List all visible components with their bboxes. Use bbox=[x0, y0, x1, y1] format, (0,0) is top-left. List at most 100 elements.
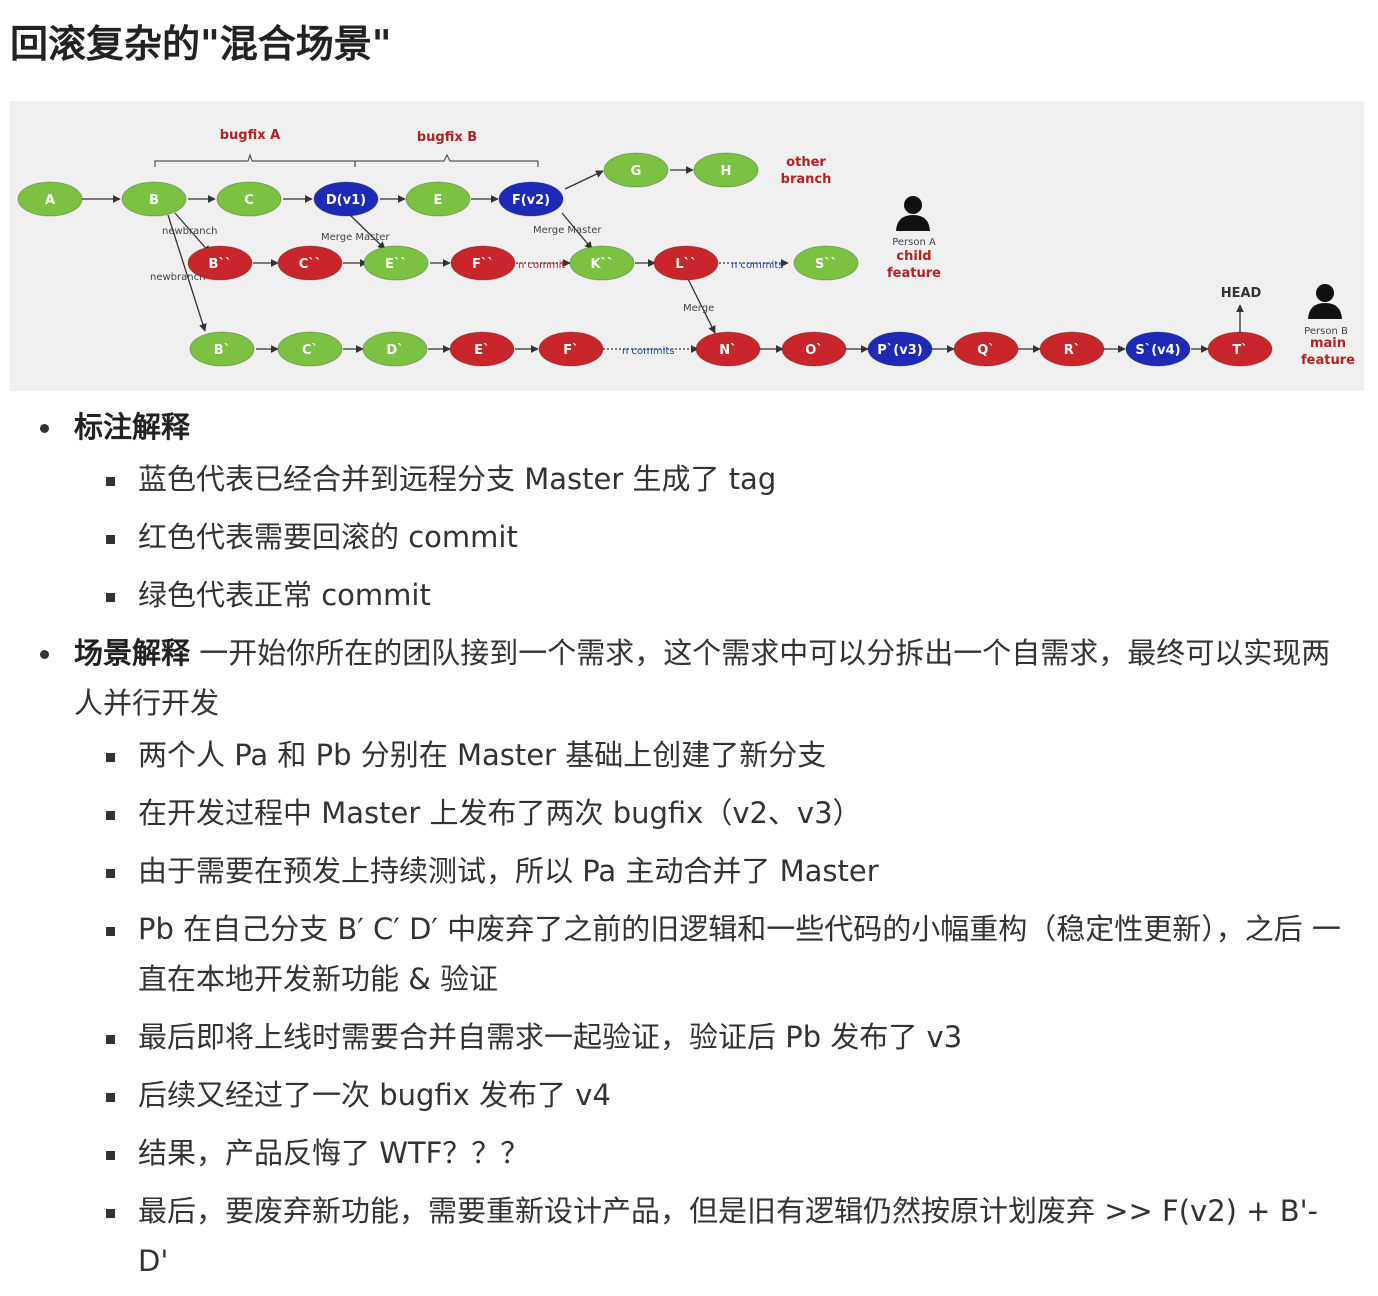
commit-node-label: D` bbox=[386, 343, 403, 358]
commit-node-shape bbox=[793, 245, 859, 281]
person-a-line2: feature bbox=[887, 266, 941, 281]
commit-node-shape bbox=[277, 331, 343, 367]
commit-node-b1: B` bbox=[189, 331, 255, 367]
commit-node-label: O` bbox=[805, 343, 823, 358]
commit-node-label: F`` bbox=[472, 257, 494, 272]
commit-node-shape bbox=[405, 181, 471, 217]
bullet-square bbox=[106, 593, 115, 602]
commit-node-o1: O` bbox=[781, 331, 847, 367]
commit-node-label: S`(v4) bbox=[1135, 343, 1180, 358]
list-item-text: 蓝色代表已经合并到远程分支 Master 生成了 tag bbox=[138, 462, 777, 496]
list-item: 在开发过程中 Master 上发布了两次 bugfix（v2、v3） bbox=[74, 788, 1348, 838]
list-item-text: 两个人 Pa 和 Pb 分别在 Master 基础上创建了新分支 bbox=[138, 738, 827, 772]
bullet-dot bbox=[40, 650, 49, 659]
list-item: 蓝色代表已经合并到远程分支 Master 生成了 tag bbox=[74, 454, 1348, 504]
page-title: 回滚复杂的"混合场景" bbox=[10, 22, 392, 66]
commit-node-shape bbox=[187, 245, 253, 281]
section-list: 标注解释 蓝色代表已经合并到远程分支 Master 生成了 tag 红色代表需要… bbox=[0, 402, 1378, 1286]
commit-node-label: T` bbox=[1232, 343, 1247, 358]
section-scenario: 场景解释 一开始你所在的团队接到一个需求，这个需求中可以分拆出一个自需求，最终可… bbox=[0, 628, 1378, 1286]
commit-node-label: B`` bbox=[209, 257, 232, 272]
person-b-line2: feature bbox=[1301, 353, 1355, 368]
commit-node-shape bbox=[1125, 331, 1191, 367]
edge-label-newbranch-1: newbranch bbox=[162, 226, 217, 237]
commit-node-label: B bbox=[149, 193, 159, 208]
list-item: Pb 在自己分支 B′ C′ D′ 中废弃了之前的旧逻辑和一些代码的小幅重构（稳… bbox=[74, 904, 1348, 1004]
commit-node-f2: F`` bbox=[450, 245, 516, 281]
bullet-square bbox=[106, 811, 115, 820]
person-a-icon bbox=[896, 196, 930, 231]
commit-node-label: Q` bbox=[977, 343, 995, 358]
commit-node-c2: C`` bbox=[277, 245, 343, 281]
commit-node-shape bbox=[538, 331, 604, 367]
commit-node-label: E bbox=[434, 193, 443, 208]
commit-node-label: S`` bbox=[815, 257, 837, 272]
person-a-name: Person A bbox=[892, 237, 936, 248]
commit-node-shape bbox=[603, 152, 669, 188]
bullet-square bbox=[106, 1209, 115, 1218]
commit-node-label: E`` bbox=[385, 257, 407, 272]
other-branch-label-2: branch bbox=[781, 172, 832, 187]
commit-node-shape bbox=[313, 181, 379, 217]
edge-label-n-commits-2: n commits bbox=[622, 346, 675, 357]
bullet-square bbox=[106, 1093, 115, 1102]
commit-node-shape bbox=[449, 331, 515, 367]
commit-node-label: L`` bbox=[675, 257, 696, 272]
list-item-text: 后续又经过了一次 bugfix 发布了 v4 bbox=[138, 1078, 611, 1112]
commit-node-label: C` bbox=[302, 343, 318, 358]
commit-node-e1: E` bbox=[449, 331, 515, 367]
legend-list: 蓝色代表已经合并到远程分支 Master 生成了 tag 红色代表需要回滚的 c… bbox=[74, 454, 1348, 620]
person-b-name: Person B bbox=[1304, 326, 1348, 337]
person-b-icon bbox=[1308, 284, 1342, 319]
bullet-square bbox=[106, 927, 115, 936]
commit-node-label: R` bbox=[1064, 343, 1081, 358]
list-item: 红色代表需要回滚的 commit bbox=[74, 512, 1348, 562]
commit-node-label: P`(v3) bbox=[877, 343, 922, 358]
commit-node-shape bbox=[781, 331, 847, 367]
commit-node-s2: S`` bbox=[793, 245, 859, 281]
commit-node-shape bbox=[277, 245, 343, 281]
brace-bugfix-a: bugfix A bbox=[154, 128, 356, 167]
list-item: 两个人 Pa 和 Pb 分别在 Master 基础上创建了新分支 bbox=[74, 730, 1348, 780]
section-legend: 标注解释 蓝色代表已经合并到远程分支 Master 生成了 tag 红色代表需要… bbox=[0, 402, 1378, 620]
bullet-square bbox=[106, 1151, 115, 1160]
commit-node-label: K`` bbox=[590, 257, 613, 272]
section-text: 一开始你所在的团队接到一个需求，这个需求中可以分拆出一个自需求，最终可以实现两人… bbox=[74, 636, 1331, 720]
list-item: 后续又经过了一次 bugfix 发布了 v4 bbox=[74, 1070, 1348, 1120]
list-item-text: 红色代表需要回滚的 commit bbox=[138, 520, 518, 554]
content: 标注解释 蓝色代表已经合并到远程分支 Master 生成了 tag 红色代表需要… bbox=[0, 402, 1378, 1294]
commit-node-shape bbox=[693, 152, 759, 188]
commit-node-label: C`` bbox=[299, 257, 322, 272]
commit-node-label: C bbox=[244, 193, 254, 208]
edge-label-newbranch-2: newbranch bbox=[150, 272, 205, 283]
commit-node-label: G bbox=[631, 164, 642, 179]
commit-node-shape bbox=[362, 331, 428, 367]
list-item-text: 结果，产品反悔了 WTF？？？ bbox=[138, 1136, 530, 1170]
brace-bugfix-b: bugfix B bbox=[354, 130, 539, 167]
edges bbox=[82, 166, 1244, 353]
commit-node-shape bbox=[1039, 331, 1105, 367]
git-branch-diagram: bugfix A bugfix B bbox=[10, 101, 1364, 391]
commit-node-shape bbox=[653, 245, 719, 281]
list-item: 最后即将上线时需要合并自需求一起验证，验证后 Pb 发布了 v3 bbox=[74, 1012, 1348, 1062]
list-item-text: 最后即将上线时需要合并自需求一起验证，验证后 Pb 发布了 v3 bbox=[138, 1020, 963, 1054]
list-item: 由于需要在预发上持续测试，所以 Pa 主动合并了 Master bbox=[74, 846, 1348, 896]
section-heading: 场景解释 bbox=[74, 636, 191, 670]
commit-node-shape bbox=[121, 181, 187, 217]
list-item-text: 最后，要废弃新功能，需要重新设计产品，但是旧有逻辑仍然按原计划废弃 >> F(v… bbox=[138, 1194, 1319, 1278]
commit-node-b: B bbox=[121, 181, 187, 217]
commit-node-label: H bbox=[721, 164, 732, 179]
commit-node-l2: L`` bbox=[653, 245, 719, 281]
person-a-line1: child bbox=[896, 249, 931, 264]
commit-node-shape bbox=[189, 331, 255, 367]
commit-node-f: F(v2) bbox=[498, 181, 564, 217]
commit-node-shape bbox=[1207, 331, 1273, 367]
bugfix-b-label: bugfix B bbox=[417, 130, 477, 145]
edge-label-merge: Merge bbox=[683, 303, 714, 314]
commit-node-shape bbox=[17, 181, 83, 217]
list-item-text: 在开发过程中 Master 上发布了两次 bugfix（v2、v3） bbox=[138, 796, 862, 830]
list-item-text: Pb 在自己分支 B′ C′ D′ 中废弃了之前的旧逻辑和一些代码的小幅重构（稳… bbox=[138, 912, 1341, 996]
commit-node-e2: E`` bbox=[363, 245, 429, 281]
commit-node-n1: N` bbox=[695, 331, 761, 367]
commit-node-g: G bbox=[603, 152, 669, 188]
